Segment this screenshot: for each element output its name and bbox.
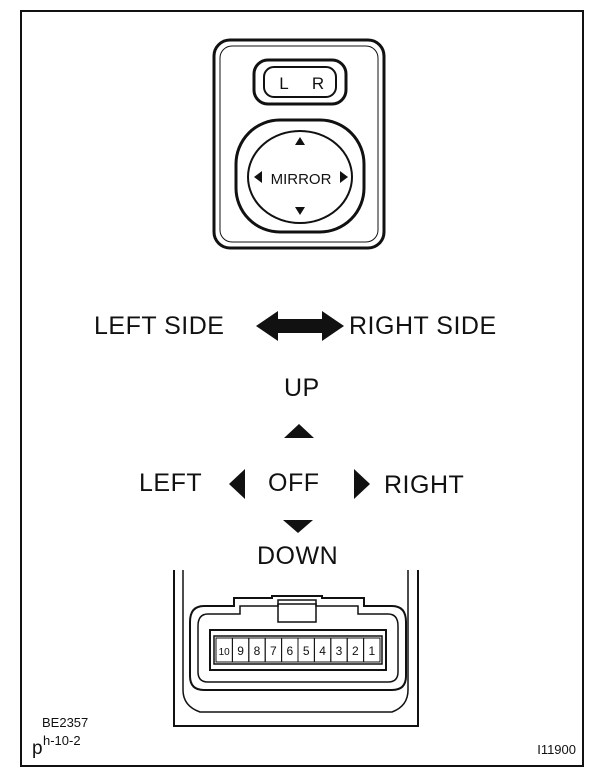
- connector-housing-inner: [182, 570, 409, 713]
- connector-pin-number: 4: [319, 644, 326, 658]
- connector-pin-number: 5: [303, 644, 310, 658]
- down-arrow-icon: [283, 520, 313, 533]
- off-label: OFF: [268, 469, 320, 497]
- connector-outline: [189, 595, 407, 691]
- left-arrow-icon: [229, 469, 245, 499]
- pin-row-inner: [213, 635, 383, 665]
- pin-row-frame: [209, 629, 387, 671]
- right-label: RIGHT: [384, 471, 465, 499]
- code-label-1: BE2357: [42, 715, 88, 730]
- connector-pin-number: 3: [336, 644, 343, 658]
- right-side-label: RIGHT SIDE: [349, 312, 497, 340]
- up-arrow-icon: [284, 424, 314, 438]
- mirror-label: MIRROR: [271, 171, 332, 188]
- mirror-right-marker: [340, 171, 348, 183]
- mirror-left-marker: [254, 171, 262, 183]
- connector-pin-number: 8: [254, 644, 261, 658]
- mirror-pad-outer: [234, 118, 366, 234]
- connector-pin-number: 7: [270, 644, 277, 658]
- lr-selector-inner: [263, 66, 337, 98]
- mirror-up-marker: [295, 137, 305, 145]
- figure-id: I11900: [537, 742, 576, 757]
- mirror-down-marker: [295, 207, 305, 215]
- lr-left-label: L: [279, 74, 288, 93]
- code-label-2: h-10-2: [43, 733, 81, 748]
- switch-housing: [212, 38, 386, 250]
- mirror-pad-inner: [247, 130, 353, 224]
- connector-pin-number: 10: [219, 647, 231, 658]
- left-label: LEFT: [139, 469, 203, 497]
- double-arrow-icon: [256, 311, 344, 341]
- connector-pin-number: 9: [237, 644, 244, 658]
- lr-selector-outer: [252, 58, 348, 106]
- left-side-label: LEFT SIDE: [94, 312, 225, 340]
- connector-pin-number: 2: [352, 644, 359, 658]
- connector-pin-number: 1: [368, 644, 375, 658]
- connector-pin-cell: [363, 637, 381, 663]
- connector-housing: [173, 570, 419, 727]
- figure-frame: [20, 10, 584, 767]
- up-label: UP: [284, 374, 320, 402]
- down-label: DOWN: [257, 542, 339, 570]
- code-label-2-prefix: p: [32, 738, 43, 759]
- connector-pin-number: 6: [286, 644, 293, 658]
- connector-inner-outline: [197, 603, 399, 683]
- lr-right-label: R: [312, 74, 324, 93]
- switch-housing-inner: [219, 45, 379, 243]
- right-arrow-icon: [354, 469, 370, 499]
- connector-latch: [277, 599, 317, 623]
